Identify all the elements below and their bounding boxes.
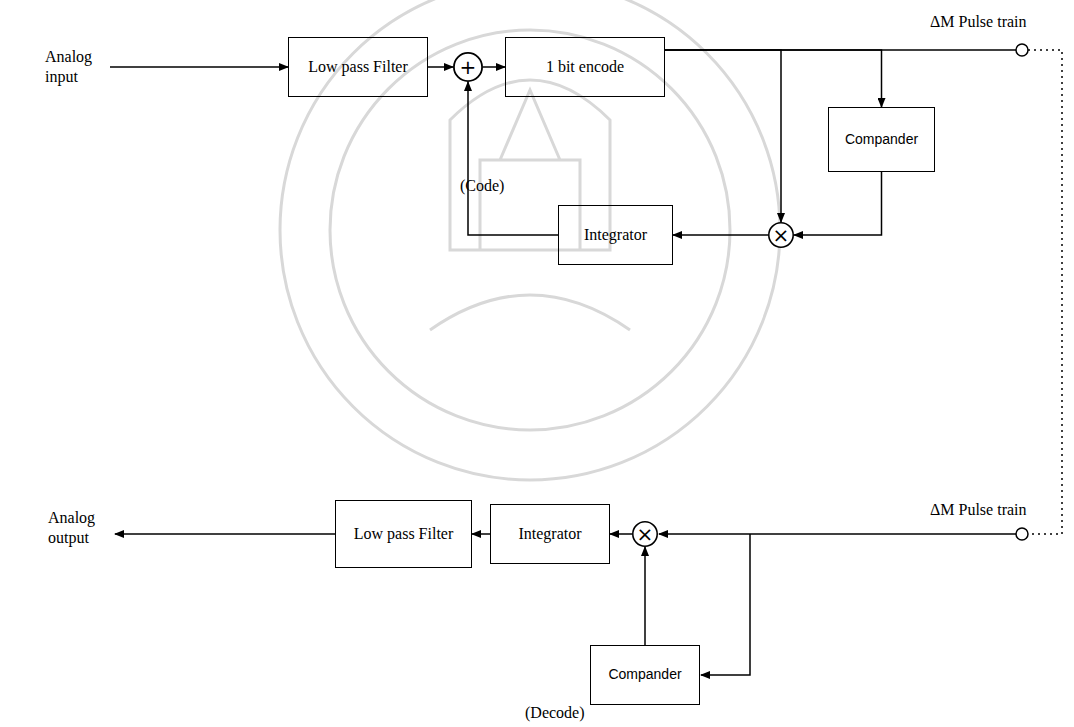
link-dotted	[1028, 50, 1062, 534]
filter-box: Low pass Filter	[288, 37, 428, 97]
multiplier-circle: ×	[632, 521, 658, 547]
signal-connector	[610, 533, 632, 535]
signal-connector	[665, 50, 781, 222]
section-label: (Code)	[460, 176, 540, 196]
output-wire	[115, 533, 335, 535]
signal-connector	[644, 547, 646, 645]
watermark	[280, 0, 780, 480]
signal-label: ΔM Pulse train	[930, 12, 1070, 32]
compander-box: Compander	[590, 645, 700, 705]
block-label: Integrator	[518, 524, 581, 544]
block-label: 1 bit encode	[546, 57, 624, 77]
block-label: Low pass Filter	[354, 524, 454, 544]
signal-connector	[468, 82, 558, 235]
signal-connector	[483, 66, 505, 68]
signal-label: ΔM Pulse train	[930, 500, 1070, 520]
multiplier-circle: ×	[768, 222, 794, 248]
signal-connector	[665, 50, 882, 107]
block-label: Low pass Filter	[308, 57, 408, 77]
block-label: Compander	[845, 131, 918, 149]
operator-symbol: +	[460, 57, 477, 77]
block-label: Integrator	[584, 225, 647, 245]
terminal	[1016, 44, 1028, 56]
summer-circle: +	[453, 52, 483, 82]
terminal	[1016, 528, 1028, 540]
integrator-box: Integrator	[558, 205, 673, 265]
input-wire	[110, 66, 288, 68]
signal-connector	[428, 66, 453, 68]
encoder-box: 1 bit encode	[505, 37, 665, 97]
section-label: (Decode)	[525, 703, 615, 723]
signal-connector	[673, 234, 768, 236]
signal-connector	[472, 533, 490, 535]
block-label: Compander	[608, 666, 681, 684]
signal-label: Analog input	[45, 47, 115, 87]
signal-connector	[794, 172, 882, 235]
tap-wire	[701, 534, 750, 675]
input-wire	[659, 533, 1016, 535]
operator-symbol: ×	[637, 524, 654, 544]
operator-symbol: ×	[773, 225, 790, 245]
compander-box: Compander	[828, 107, 935, 172]
filter-box: Low pass Filter	[335, 500, 472, 568]
signal-label: Analog output	[48, 508, 118, 548]
integrator-box: Integrator	[490, 504, 610, 564]
